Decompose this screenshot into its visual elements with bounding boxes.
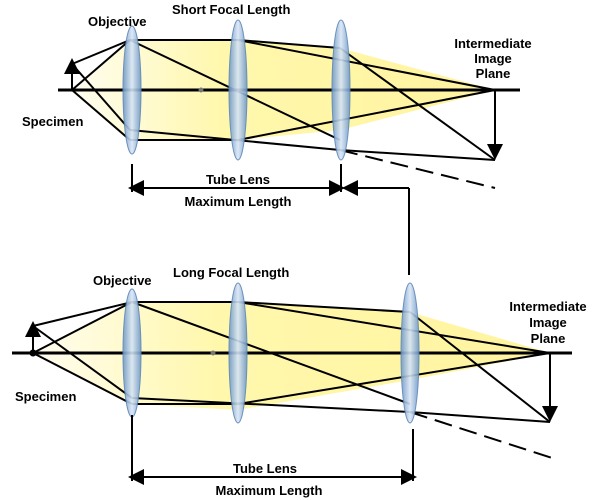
bottom-beam xyxy=(33,302,550,410)
top-intermediate-lens xyxy=(228,19,248,161)
bottom-objective-label: Objective xyxy=(93,273,152,288)
top-title: Short Focal Length xyxy=(172,2,291,17)
top-tube-lens xyxy=(331,19,351,161)
top-dimension xyxy=(128,164,345,196)
top-max-length-label: Maximum Length xyxy=(185,194,292,209)
bottom-image-plane-line-2: Image xyxy=(529,315,567,330)
connector xyxy=(342,180,410,275)
top-objective-lens xyxy=(122,25,142,155)
bottom-axis-dot xyxy=(210,350,216,356)
top-diagram: Objective Short Focal Length Specimen In… xyxy=(22,2,532,209)
bottom-title: Long Focal Length xyxy=(173,265,289,280)
top-tube-lens-label: Tube Lens xyxy=(206,172,270,187)
bottom-image-plane-line-3: Plane xyxy=(531,331,566,346)
bottom-tube-lens-label: Tube Lens xyxy=(233,461,297,476)
top-objective-label: Objective xyxy=(88,14,147,29)
top-axis-dot xyxy=(198,87,204,93)
bottom-specimen-label: Specimen xyxy=(15,389,76,404)
top-image-plane-line-3: Plane xyxy=(476,66,511,81)
bottom-max-length-label: Maximum Length xyxy=(216,483,323,498)
top-specimen-label: Specimen xyxy=(22,114,83,129)
bottom-tube-lens xyxy=(400,282,420,424)
top-image-plane-line-1: Intermediate xyxy=(454,36,531,51)
top-image-plane-line-2: Image xyxy=(474,51,512,66)
bottom-intermediate-lens xyxy=(228,282,248,424)
bottom-diagram: Objective Long Focal Length Specimen Int… xyxy=(12,265,587,498)
bottom-image-plane-line-1: Intermediate xyxy=(509,299,586,314)
bottom-dimension xyxy=(128,415,417,485)
bottom-objective-lens xyxy=(122,288,142,418)
